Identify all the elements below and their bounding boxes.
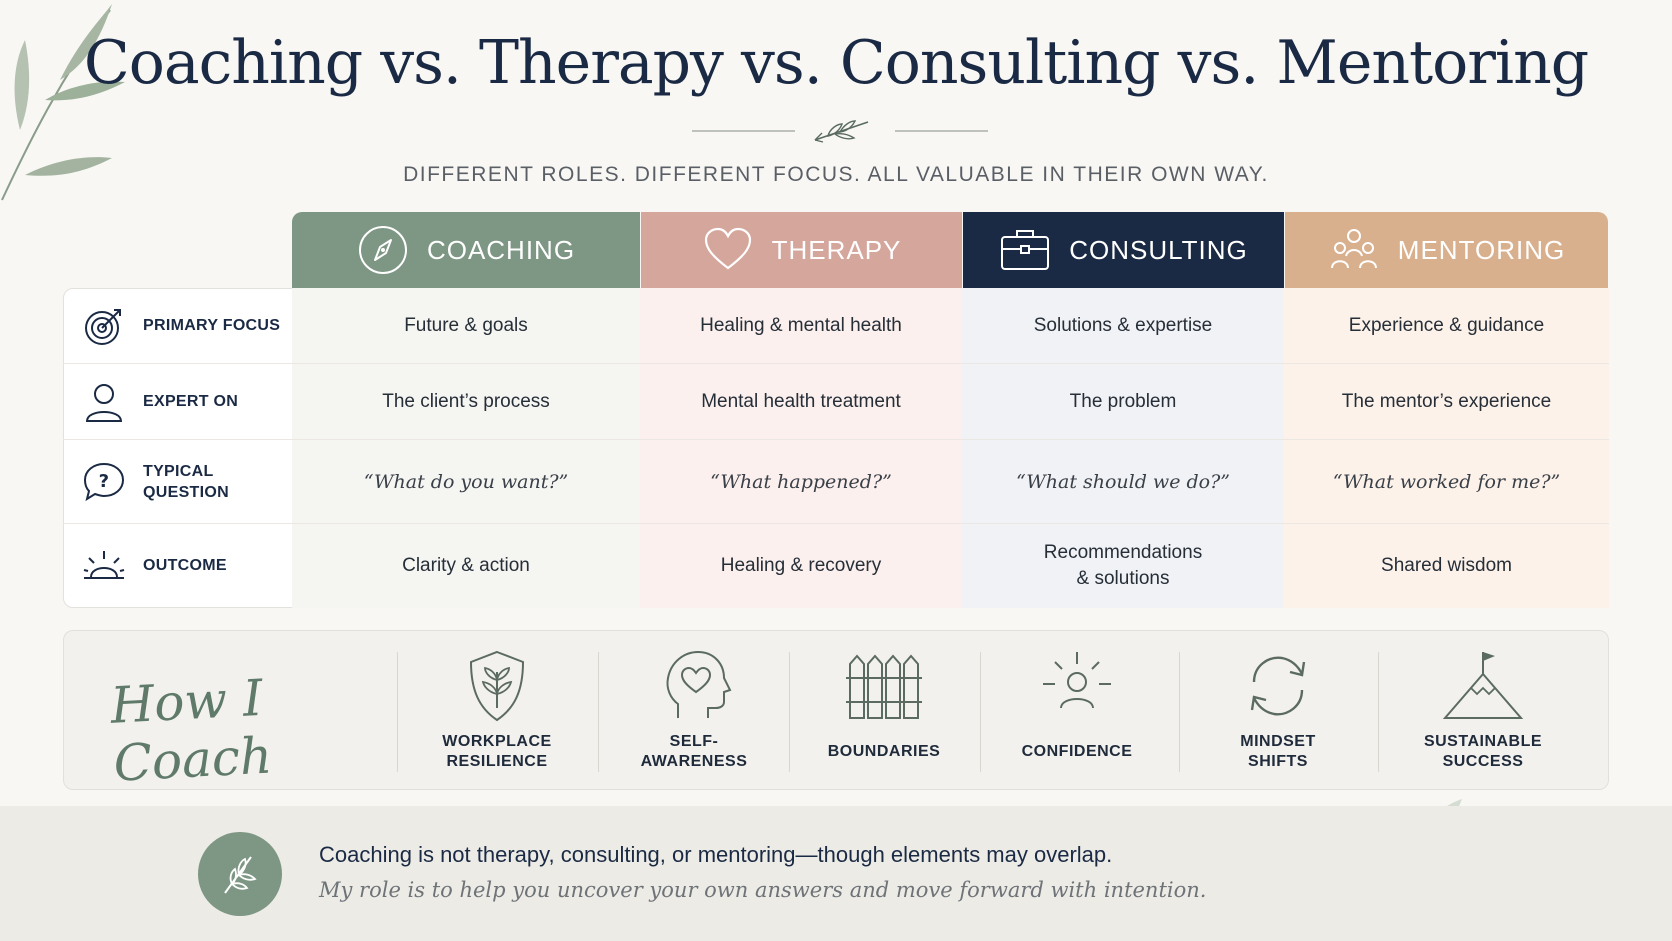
heart-icon	[704, 227, 751, 270]
table-row: OUTCOME Clarity & action Healing & recov…	[63, 524, 1609, 608]
head-heart-icon	[666, 650, 732, 718]
feature-label: WORKPLACE RESILIENCE	[442, 733, 552, 770]
cell-coaching: “What do you want?”	[292, 440, 640, 523]
row-label-expert-on: EXPERT ON	[63, 364, 292, 439]
footer-tagline: My role is to help you uncover your own …	[319, 878, 1207, 902]
divider	[980, 652, 981, 772]
row-label-typical-question: ? TYPICAL QUESTION	[63, 440, 292, 523]
feature-mindset-shifts: MINDSET SHIFTS	[1183, 648, 1373, 778]
target-icon	[85, 308, 121, 345]
column-header-label: CONSULTING	[1069, 234, 1248, 265]
row-label-primary-focus: PRIMARY FOCUS	[63, 288, 292, 363]
feature-label: CONFIDENCE	[1021, 743, 1133, 760]
sunrise-icon	[83, 551, 125, 579]
cell-therapy: Mental health treatment	[640, 364, 962, 439]
column-header-label: THERAPY	[771, 234, 902, 265]
page-title: Coaching vs. Therapy vs. Consulting vs. …	[83, 28, 1589, 98]
column-header-label: MENTORING	[1397, 234, 1566, 265]
row-label-outcome: OUTCOME	[63, 524, 292, 608]
feature-boundaries: BOUNDARIES	[789, 648, 979, 778]
cell-coaching: The client’s process	[292, 364, 640, 439]
question-bubble-icon: ?	[83, 462, 125, 501]
sun-person-icon	[1043, 652, 1111, 709]
divider	[397, 652, 398, 772]
cell-consulting: “What should we do?”	[962, 440, 1284, 523]
people-icon	[1330, 229, 1377, 269]
how-i-coach-title: How I Coach	[109, 668, 274, 793]
divider	[1179, 652, 1180, 772]
feature-label: MINDSET SHIFTS	[1240, 733, 1316, 770]
cell-coaching: Clarity & action	[292, 524, 640, 608]
column-header-coaching: COACHING	[292, 212, 640, 288]
cell-mentoring: Experience & guidance	[1284, 288, 1609, 363]
person-icon	[85, 383, 123, 422]
column-header-consulting: CONSULTING	[963, 212, 1284, 288]
divider	[598, 652, 599, 772]
sprig-icon	[224, 856, 257, 894]
cell-consulting: Solutions & expertise	[962, 288, 1284, 363]
cell-coaching: Future & goals	[292, 288, 640, 363]
leaf-branch-icon	[1, 4, 125, 201]
cell-mentoring: The mentor’s experience	[1284, 364, 1609, 439]
feature-label: BOUNDARIES	[827, 743, 941, 760]
column-header-therapy: THERAPY	[641, 212, 962, 288]
svg-text:?: ?	[99, 471, 110, 492]
shield-leaf-icon	[469, 650, 525, 722]
fence-icon	[846, 654, 922, 719]
feature-self-awareness: SELF- AWARENESS	[599, 648, 789, 778]
cell-consulting: Recommendations & solutions	[962, 524, 1284, 608]
table-row: EXPERT ON The client’s process Mental he…	[63, 364, 1609, 440]
column-header-label: COACHING	[426, 234, 576, 265]
column-header-mentoring: MENTORING	[1285, 212, 1608, 288]
cell-therapy: Healing & recovery	[640, 524, 962, 608]
feature-label: SELF- AWARENESS	[640, 733, 748, 770]
compass-icon	[358, 226, 407, 274]
table-row: ? TYPICAL QUESTION “What do you want?” “…	[63, 440, 1609, 524]
sprig-divider-icon	[692, 120, 988, 143]
cell-mentoring: “What worked for me?”	[1284, 440, 1609, 523]
table-row: PRIMARY FOCUS Future & goals Healing & m…	[63, 288, 1609, 364]
cycle-arrows-icon	[1250, 656, 1306, 716]
how-i-coach-panel	[63, 630, 1609, 790]
briefcase-icon	[1001, 230, 1050, 270]
cell-therapy: Healing & mental health	[640, 288, 962, 363]
mountain-flag-icon	[1443, 652, 1523, 719]
feature-sustainable-success: SUSTAINABLE SUCCESS	[1388, 648, 1578, 778]
divider	[1378, 652, 1379, 772]
feature-label: SUSTAINABLE SUCCESS	[1423, 733, 1543, 770]
footer-statement: Coaching is not therapy, consulting, or …	[319, 842, 1113, 867]
cell-therapy: “What happened?”	[640, 440, 962, 523]
cell-consulting: The problem	[962, 364, 1284, 439]
feature-confidence: CONFIDENCE	[982, 648, 1172, 778]
cell-mentoring: Shared wisdom	[1284, 524, 1609, 608]
divider	[789, 652, 790, 772]
page-subtitle: DIFFERENT ROLES. DIFFERENT FOCUS. ALL VA…	[403, 163, 1269, 186]
footer-badge	[198, 832, 282, 916]
feature-workplace-resilience: WORKPLACE RESILIENCE	[402, 648, 592, 778]
